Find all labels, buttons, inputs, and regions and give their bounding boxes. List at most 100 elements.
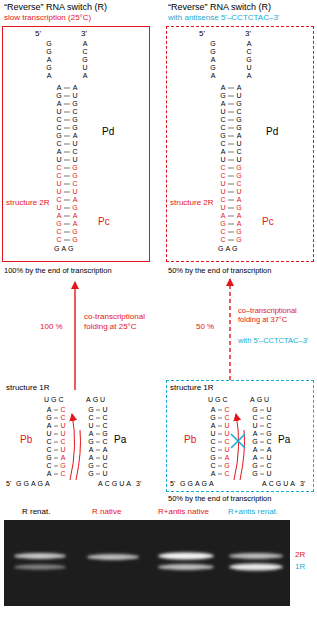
base-pair bbox=[54, 450, 58, 451]
loop-sequence: AGU bbox=[86, 396, 107, 404]
base-pair bbox=[96, 450, 100, 451]
sequence: UCCGCAUCU bbox=[266, 406, 272, 478]
base-pair bbox=[260, 410, 264, 411]
sequence: ACGUA bbox=[98, 480, 133, 488]
sequence: CCUUCUAGCC bbox=[220, 164, 226, 244]
structure-box: 5'3'Pdstructure 2RPcGGAGAAGAUCCGCAUCCUUC… bbox=[2, 26, 150, 277]
structure-name: structure 1R bbox=[6, 383, 50, 393]
base-pair bbox=[54, 466, 58, 467]
step-note: co-transcriptional folding at 25°C bbox=[84, 312, 162, 332]
stem-name: Pd bbox=[102, 126, 114, 139]
panel-title: “Reverse” RNA switch (R) bbox=[4, 2, 107, 13]
end-label: 5' bbox=[35, 29, 41, 39]
end-label: 3' bbox=[136, 480, 141, 489]
stem-name: Pa bbox=[114, 434, 126, 447]
structure-box: 5'3'Pdstructure 2RPcGGAGAAGAUCCGCAUCCUUC… bbox=[166, 26, 314, 277]
end-label: 5' bbox=[199, 29, 205, 39]
base-pair bbox=[228, 104, 234, 105]
base-pair bbox=[218, 426, 222, 427]
end-label: 3' bbox=[81, 29, 87, 39]
base-pair bbox=[96, 466, 100, 467]
strand-arrow bbox=[234, 414, 239, 480]
base-pair bbox=[260, 474, 264, 475]
sequence: CCUUCUAGC bbox=[224, 406, 230, 478]
base-pair bbox=[54, 458, 58, 459]
base-pair bbox=[96, 418, 100, 419]
base-pair bbox=[64, 152, 70, 153]
base-pair bbox=[54, 418, 58, 419]
base-pair bbox=[260, 458, 264, 459]
stem-name: Pb bbox=[20, 434, 32, 447]
base-pair bbox=[54, 434, 58, 435]
block-cross bbox=[231, 434, 245, 448]
stem-name: Pa bbox=[278, 434, 290, 447]
sequence: GCUAGAAGG bbox=[252, 406, 258, 478]
base-pair bbox=[228, 128, 234, 129]
base-pair bbox=[218, 474, 222, 475]
base-pair bbox=[228, 208, 234, 209]
base-pair bbox=[260, 418, 264, 419]
base-pair bbox=[260, 466, 264, 467]
base-pair bbox=[96, 458, 100, 459]
panel-title: “Reverse” RNA switch (R) bbox=[168, 2, 271, 13]
percentage: 100 % bbox=[40, 322, 63, 332]
end-label: 3' bbox=[300, 480, 305, 489]
sequence: GCUAGAAGG bbox=[88, 406, 94, 478]
sequence: GGAGA bbox=[210, 40, 216, 80]
sequence: GGCUAGAAGG bbox=[236, 164, 242, 244]
base-pair bbox=[64, 128, 70, 129]
base-pair bbox=[228, 216, 234, 217]
base-pair bbox=[96, 426, 100, 427]
band-label: 2R bbox=[295, 550, 305, 560]
end-label: 3' bbox=[245, 29, 251, 39]
base-pair bbox=[218, 450, 222, 451]
base-pair bbox=[218, 418, 222, 419]
base-pair bbox=[96, 434, 100, 435]
sequence: GGCUAGAAGG bbox=[72, 164, 78, 244]
sequence: CCUUCUAGCC bbox=[56, 164, 62, 244]
base-pair bbox=[96, 410, 100, 411]
sequence: AGAUCCGCAU bbox=[56, 84, 62, 164]
stem-name: Pc bbox=[98, 216, 110, 229]
base-pairs bbox=[54, 88, 264, 474]
base-pair bbox=[54, 426, 58, 427]
base-pair bbox=[64, 168, 70, 169]
sequence: CCUUCUAGC bbox=[60, 406, 66, 478]
base-pair bbox=[228, 192, 234, 193]
base-pair bbox=[218, 434, 222, 435]
base-pair bbox=[260, 442, 264, 443]
lane-label: R renat. bbox=[22, 507, 50, 517]
step-note: co–transcriptional folding at 37°C bbox=[238, 306, 314, 325]
base-pair bbox=[228, 152, 234, 153]
stem-name: Pd bbox=[266, 126, 278, 139]
loop-sequence: UGC bbox=[208, 396, 230, 404]
base-pair bbox=[64, 208, 70, 209]
band-label: 1R bbox=[295, 562, 305, 572]
lane-label: R+antis renat. bbox=[228, 507, 278, 517]
base-pair bbox=[64, 104, 70, 105]
strand-line bbox=[76, 430, 81, 480]
base-pair bbox=[64, 192, 70, 193]
folding-arrow bbox=[229, 279, 230, 380]
gel-bands bbox=[14, 553, 283, 571]
base-pair bbox=[218, 410, 222, 411]
structure-name: structure 2R bbox=[170, 198, 214, 208]
block-cross bbox=[231, 434, 245, 448]
base-pair bbox=[260, 426, 264, 427]
base-pair bbox=[64, 88, 70, 89]
sequence: ACGUA bbox=[82, 40, 88, 80]
base-pair bbox=[218, 458, 222, 459]
base-pair bbox=[228, 88, 234, 89]
base-pair bbox=[64, 184, 70, 185]
yield-note: 100% by the end of transcription bbox=[4, 266, 112, 275]
structure-name: structure 1R bbox=[170, 383, 214, 393]
loop-sequence: GAG bbox=[54, 245, 76, 253]
base-pair bbox=[64, 120, 70, 121]
end-label: 5' bbox=[6, 480, 11, 489]
base-pair bbox=[54, 474, 58, 475]
loop-sequence: AGU bbox=[250, 396, 271, 404]
base-pair bbox=[228, 96, 234, 97]
end-label: 5' bbox=[170, 480, 175, 489]
base-pair bbox=[64, 216, 70, 217]
gel-image bbox=[4, 520, 290, 606]
